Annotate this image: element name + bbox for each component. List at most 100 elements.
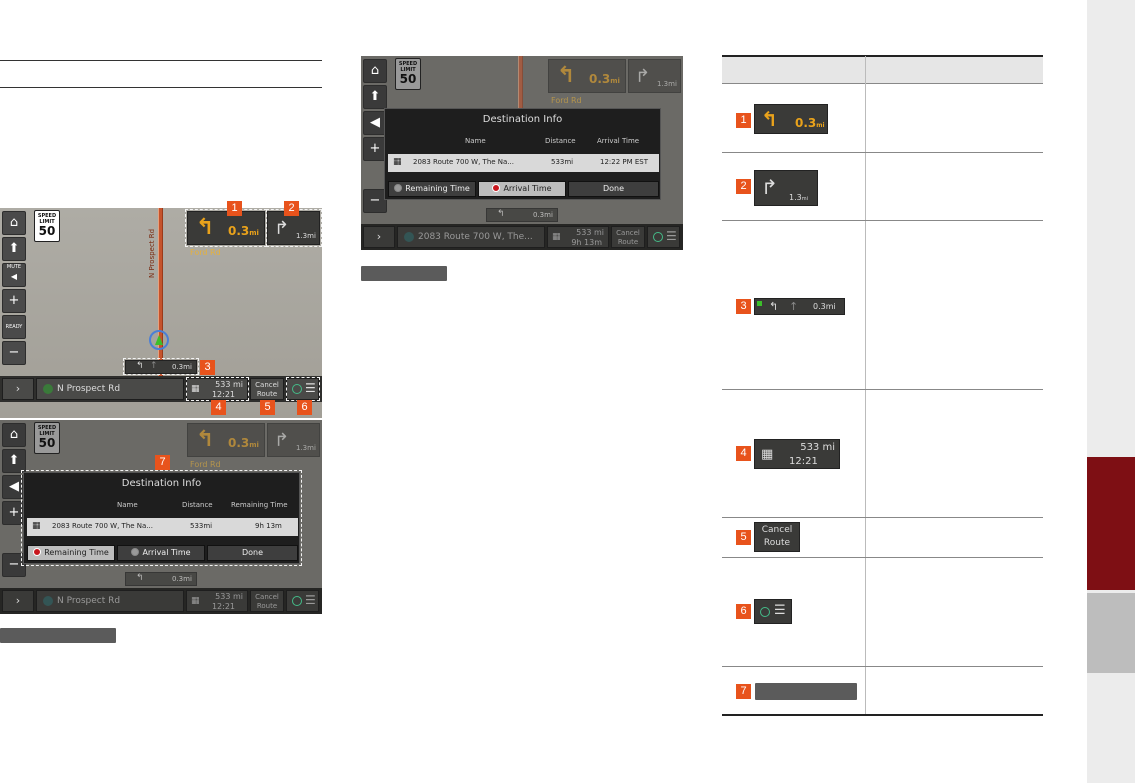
speed-limit-sign: SPEED LIMIT 50: [34, 210, 60, 242]
table-thumb-lane-guidance: ↰ ↑ 0.3mi: [754, 298, 845, 315]
radio-selected-icon: [492, 184, 501, 192]
table-row-rule: [722, 557, 1043, 558]
destination-name: 2083 Route 700 W, The Na...: [413, 158, 514, 166]
nav-screen-arrival-time: ⌂ ⬆ ◀ + − SPEED LIMIT 50 ↰ 0.3mi ↱ 1.3mi…: [361, 56, 683, 250]
section-rule-bottom: [0, 87, 322, 88]
remaining-time-button[interactable]: Remaining Time: [27, 545, 115, 561]
table-badge-6: 6: [736, 604, 751, 619]
zoom-out-button[interactable]: −: [363, 189, 387, 213]
current-road-name: 2083 Route 700 W, The...: [418, 232, 533, 242]
radio-icon: [131, 548, 140, 556]
lane-marker-icon: [757, 301, 762, 306]
radio-selected-icon: [33, 548, 42, 556]
cancel-route-button[interactable]: Cancel Route: [611, 226, 645, 248]
callout-badge-6: 6: [297, 400, 312, 415]
next-turn-dim: ↱ 1.3mi: [267, 423, 320, 457]
destination-info-button[interactable]: ▦ 533 mi 9h 13m: [547, 226, 609, 248]
turn-left-icon: ↰: [761, 107, 778, 131]
table-thumb-cancel-route: Cancel Route: [754, 522, 800, 552]
compass-icon: [653, 232, 663, 242]
cancel-route-button[interactable]: Cancel Route: [250, 590, 284, 612]
turn-left-icon: ↰: [196, 215, 215, 240]
lane-left-icon: ↰: [769, 300, 779, 313]
view-mode-button[interactable]: ⬆: [363, 85, 387, 109]
menu-button[interactable]: ☰: [286, 590, 319, 612]
table-thumb-dialog: [755, 683, 857, 700]
turn-right-icon: ↱: [274, 218, 290, 239]
table-row-rule: [722, 220, 1043, 221]
list-menu-icon: ☰: [305, 593, 316, 607]
dest-remaining-time: 9h 13m: [571, 238, 602, 247]
home-button[interactable]: ⌂: [2, 423, 26, 447]
lane-left-icon: ↰: [497, 209, 505, 219]
dest-time: 12:21: [211, 602, 235, 611]
mute-button[interactable]: MUTE◀: [2, 263, 26, 287]
zoom-in-button[interactable]: +: [2, 289, 26, 313]
home-button[interactable]: ⌂: [2, 211, 26, 235]
nav-screen-main: N Prospect Rd ⌂ ⬆ MUTE◀ + READY − SPEED …: [0, 208, 322, 418]
done-button[interactable]: Done: [568, 181, 659, 197]
menu-toggle-button[interactable]: ›: [2, 590, 34, 612]
table-thumb-turn-left: ↰ 0.3mi: [754, 104, 828, 134]
lane-distance: 0.3mi: [172, 363, 192, 371]
done-button[interactable]: Done: [207, 545, 298, 561]
cancel-route-button[interactable]: Cancel Route: [250, 378, 284, 400]
destination-name: 2083 Route 700 W, The Na...: [52, 522, 153, 530]
next-road-name: Ford Rd: [190, 460, 221, 469]
view-mode-button[interactable]: ⬆: [2, 237, 26, 261]
table-top-rule: [722, 55, 1043, 57]
speed-limit-value: 50: [38, 224, 56, 238]
menu-button[interactable]: ☰: [647, 226, 680, 248]
chapter-tab-active[interactable]: [1087, 457, 1135, 590]
lane-left-icon: ↰: [136, 573, 144, 583]
view-mode-button[interactable]: ⬆: [2, 449, 26, 473]
callout-frame-6: [286, 377, 320, 401]
arrival-time-button[interactable]: Arrival Time: [117, 545, 205, 561]
lane-distance: 0.3mi: [533, 211, 553, 219]
checkered-flag-icon: ▦: [191, 384, 200, 394]
speed-limit-sign: SPEED LIMIT 50: [34, 422, 60, 454]
section-rule-top: [0, 60, 322, 61]
vertical-street-label: N Prospect Rd: [148, 228, 156, 278]
list-menu-icon: ☰: [774, 603, 786, 618]
current-road-field[interactable]: 2083 Route 700 W, The...: [397, 226, 545, 248]
speed-limit-sign: SPEED LIMIT 50: [395, 58, 421, 90]
col-remaining-time: Remaining Time: [231, 501, 288, 509]
next-turn-dim: ↱ 1.3mi: [628, 59, 681, 93]
remaining-time-button[interactable]: Remaining Time: [388, 181, 476, 197]
destination-row[interactable]: ▦ 2083 Route 700 W, The Na... 533mi 9h 1…: [27, 518, 298, 536]
next-turn-guidance[interactable]: ↱ 1.3mi: [267, 211, 320, 245]
turn-guidance[interactable]: ↰ 0.3mi: [187, 211, 265, 245]
auto-zoom-button[interactable]: READY: [2, 315, 26, 339]
home-button[interactable]: ⌂: [363, 59, 387, 83]
destination-info-button[interactable]: ▦ 533 mi 12:21: [186, 378, 248, 400]
mute-button[interactable]: ◀: [2, 475, 26, 499]
menu-toggle-button[interactable]: ›: [2, 378, 34, 400]
table-thumb-menu: ☰: [754, 599, 792, 624]
destination-row[interactable]: ▦ 2083 Route 700 W, The Na... 533mi 12:2…: [388, 154, 659, 172]
arrival-time-button[interactable]: Arrival Time: [478, 181, 566, 197]
current-road-field[interactable]: N Prospect Rd: [36, 378, 184, 400]
thumb-dest-distance: 533 mi: [800, 442, 835, 453]
current-road-field[interactable]: N Prospect Rd: [36, 590, 184, 612]
current-road-name: N Prospect Rd: [57, 384, 121, 394]
zoom-in-button[interactable]: +: [363, 137, 387, 161]
checkered-flag-icon: ▦: [393, 157, 402, 167]
chapter-tab[interactable]: [1087, 593, 1135, 673]
compass-icon: [292, 384, 302, 394]
table-badge-3: 3: [736, 299, 751, 314]
mute-button[interactable]: ◀: [363, 111, 387, 135]
compass-icon: [292, 596, 302, 606]
turn-distance: 0.3mi: [589, 72, 620, 86]
thumb-dest-time: 12:21: [789, 456, 818, 467]
zoom-out-button[interactable]: −: [2, 341, 26, 365]
lane-straight-icon: ↑: [150, 361, 158, 371]
speed-limit-label: SPEED LIMIT: [37, 213, 57, 225]
checkered-flag-icon: ▦: [32, 521, 41, 531]
menu-toggle-button[interactable]: ›: [363, 226, 395, 248]
zoom-in-button[interactable]: +: [2, 501, 26, 525]
destination-info-button[interactable]: ▦ 533 mi 12:21: [186, 590, 248, 612]
thumb-lane-distance: 0.3mi: [813, 302, 836, 311]
dest-distance: 533 mi: [215, 380, 243, 389]
table-row-rule: [722, 517, 1043, 518]
